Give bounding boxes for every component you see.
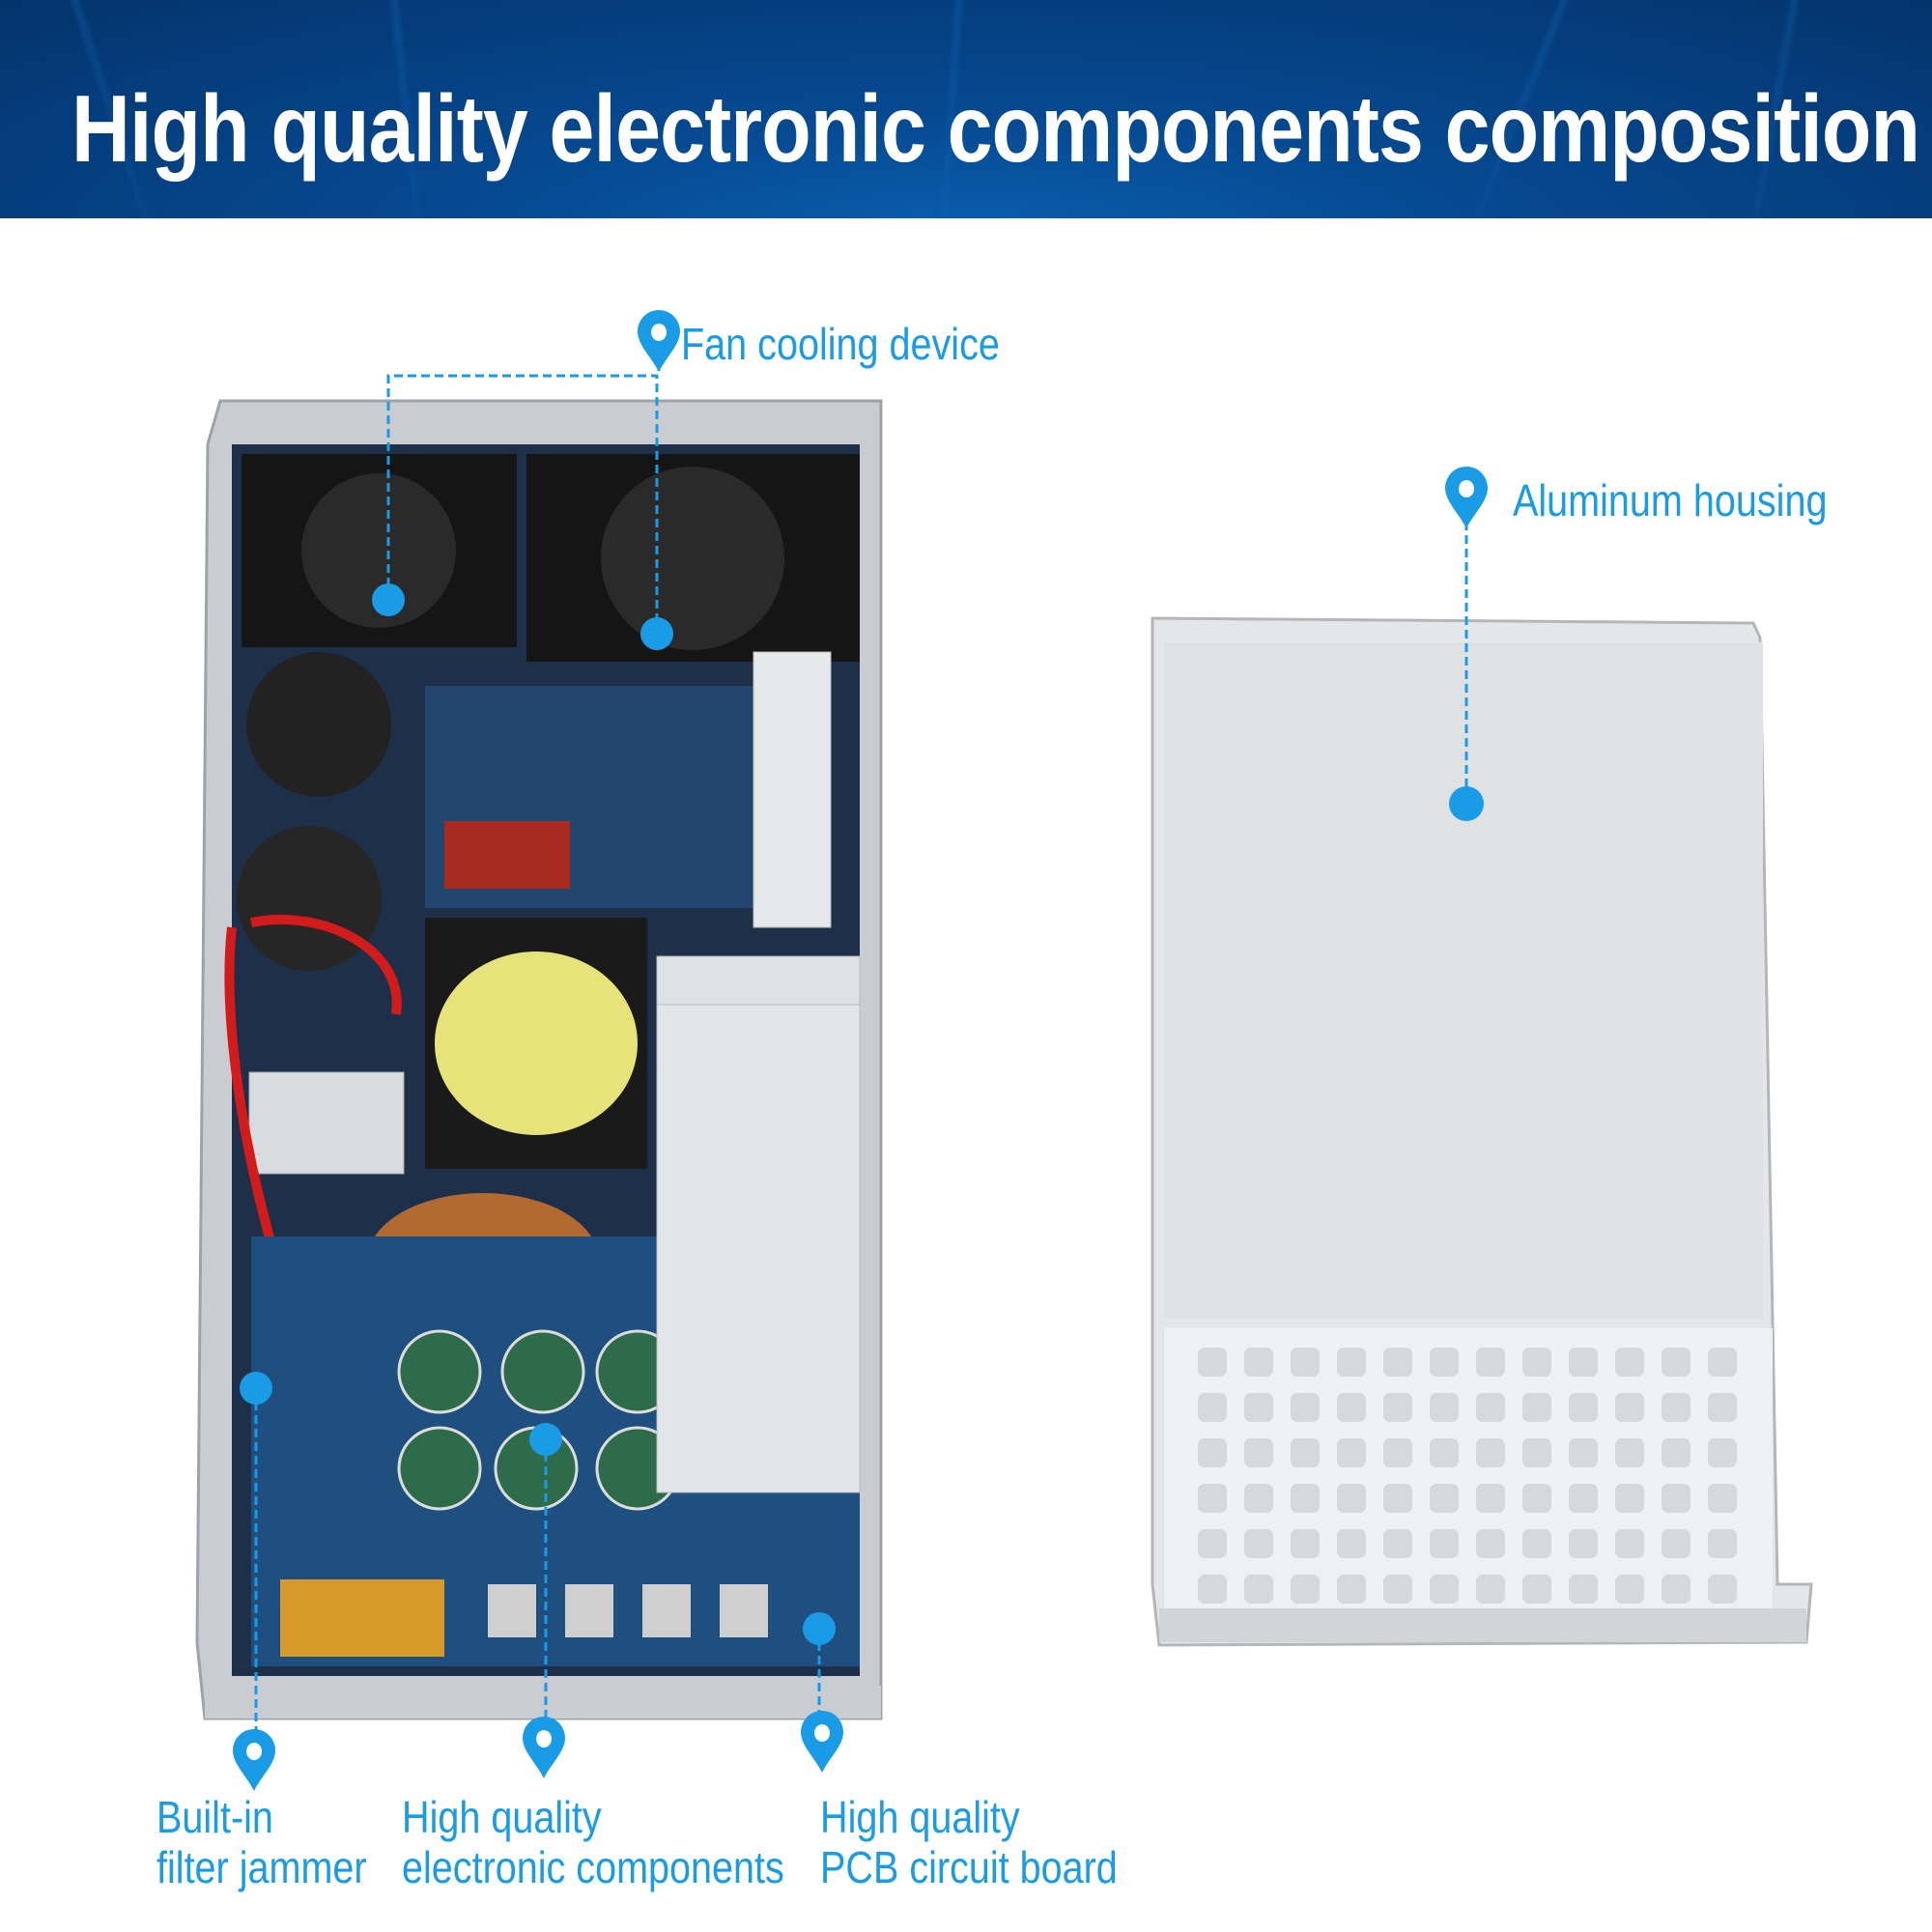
vent-hole <box>1291 1348 1320 1377</box>
vent-hole <box>1198 1575 1227 1604</box>
map-pin-icon <box>801 1711 843 1773</box>
vent-hole <box>1337 1484 1366 1513</box>
vent-hole <box>1708 1575 1737 1604</box>
vent-hole <box>1198 1529 1227 1558</box>
vent-hole <box>1615 1348 1644 1377</box>
map-pin-icon <box>638 310 680 372</box>
vent-hole <box>1615 1438 1644 1467</box>
vent-hole <box>1708 1438 1737 1467</box>
vent-hole <box>1430 1575 1459 1604</box>
vent-hole <box>1662 1348 1690 1377</box>
vent-hole <box>1244 1348 1273 1377</box>
vent-hole <box>1662 1529 1690 1558</box>
vent-hole <box>1476 1348 1505 1377</box>
map-pin-icon <box>1445 467 1488 528</box>
header-banner: High quality electronic components compo… <box>0 0 1932 218</box>
components-label-line1: High quality <box>402 1792 602 1842</box>
vent-hole <box>1383 1529 1412 1558</box>
vent-hole <box>1615 1393 1644 1422</box>
vent-hole <box>1244 1575 1273 1604</box>
vent-hole <box>1291 1438 1320 1467</box>
vent-hole <box>1337 1529 1366 1558</box>
vent-hole <box>1198 1393 1227 1422</box>
fan-marker-dot <box>640 617 673 650</box>
vent-hole <box>1383 1348 1412 1377</box>
pcb-label-line1: High quality <box>820 1792 1020 1842</box>
vent-hole <box>1430 1348 1459 1377</box>
vent-hole <box>1708 1484 1737 1513</box>
vent-hole <box>1662 1438 1690 1467</box>
fan-marker-dot <box>372 583 405 616</box>
vent-hole <box>1569 1438 1598 1467</box>
vent-hole <box>1430 1529 1459 1558</box>
map-pin-icon <box>233 1729 275 1791</box>
vent-hole <box>1476 1393 1505 1422</box>
vent-hole <box>1337 1575 1366 1604</box>
vent-hole <box>1244 1393 1273 1422</box>
vent-hole <box>1430 1393 1459 1422</box>
vent-hole <box>1430 1484 1459 1513</box>
vent-hole <box>1198 1484 1227 1513</box>
filter-label-line2: filter jammer <box>156 1842 367 1892</box>
filter-label-line1: Built-in <box>156 1792 273 1842</box>
vent-hole <box>1522 1393 1551 1422</box>
fan-cooling-label: Fan cooling device <box>681 319 1000 369</box>
vent-hole <box>1383 1393 1412 1422</box>
vent-hole <box>1244 1484 1273 1513</box>
vent-hole <box>1662 1393 1690 1422</box>
vent-hole <box>1291 1484 1320 1513</box>
vent-hole <box>1476 1484 1505 1513</box>
vent-hole <box>1430 1438 1459 1467</box>
vent-hole <box>1476 1529 1505 1558</box>
vent-hole <box>1522 1575 1551 1604</box>
vent-hole <box>1522 1529 1551 1558</box>
aluminum-housing-label: Aluminum housing <box>1513 475 1828 526</box>
housing-marker-dot <box>1449 786 1484 821</box>
vent-hole <box>1383 1484 1412 1513</box>
vent-hole <box>1569 1575 1598 1604</box>
vent-hole <box>1569 1393 1598 1422</box>
vent-hole <box>1337 1393 1366 1422</box>
vent-hole <box>1383 1575 1412 1604</box>
map-pin-icon <box>523 1717 565 1778</box>
vent-hole <box>1291 1575 1320 1604</box>
vent-hole <box>1198 1438 1227 1467</box>
vent-hole <box>1708 1348 1737 1377</box>
vent-hole <box>1569 1348 1598 1377</box>
vent-hole <box>1569 1484 1598 1513</box>
vent-hole <box>1244 1438 1273 1467</box>
vent-hole <box>1522 1438 1551 1467</box>
vent-hole <box>1615 1484 1644 1513</box>
vent-hole <box>1476 1438 1505 1467</box>
vent-hole <box>1337 1438 1366 1467</box>
vent-hole <box>1662 1484 1690 1513</box>
vent-hole <box>1291 1393 1320 1422</box>
pcb-marker-dot <box>803 1612 836 1645</box>
vent-hole <box>1708 1529 1737 1558</box>
vent-hole <box>1383 1438 1412 1467</box>
vent-hole <box>1244 1529 1273 1558</box>
components-label-line2: electronic components <box>402 1842 784 1892</box>
filter-marker-dot <box>240 1372 272 1405</box>
vent-hole <box>1615 1529 1644 1558</box>
vent-hole <box>1337 1348 1366 1377</box>
vent-hole <box>1198 1348 1227 1377</box>
vent-hole <box>1522 1348 1551 1377</box>
vent-hole <box>1662 1575 1690 1604</box>
components-marker-dot <box>529 1423 562 1456</box>
vent-hole <box>1708 1393 1737 1422</box>
vent-hole <box>1615 1575 1644 1604</box>
vent-hole <box>1291 1529 1320 1558</box>
vent-hole <box>1569 1529 1598 1558</box>
vent-hole <box>1476 1575 1505 1604</box>
pcb-label-line2: PCB circuit board <box>820 1842 1118 1892</box>
vent-hole <box>1522 1484 1551 1513</box>
